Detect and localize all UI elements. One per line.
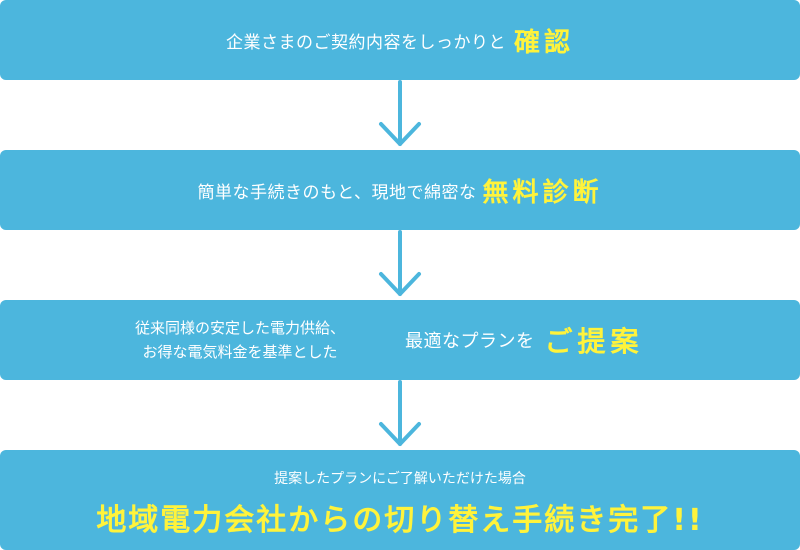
- down-arrow-icon: [379, 230, 421, 296]
- step-4-box: 提案したプランにご了解いただけた場合 地域電力会社からの切り替え手続き完了!!: [0, 450, 800, 550]
- down-arrow-icon: [379, 380, 421, 446]
- down-arrow-icon: [379, 80, 421, 146]
- step-3-left-line-1: 従来同様の安定した電力供給、: [134, 319, 345, 337]
- step-1-box: 企業さまのご契約内容をしっかりと 確認: [0, 0, 800, 80]
- step-3-left-text: 従来同様の安定した電力供給、 お得な電気料金を基準とした: [80, 316, 400, 364]
- step-2-text: 簡単な手続きのもと、現地で綿密な: [197, 182, 477, 203]
- step-4-top-text: 提案したプランにご了解いただけた場合: [274, 471, 526, 487]
- step-3-text: 最適なプランを: [405, 331, 535, 352]
- step-4-highlight: 地域電力会社からの切り替え手続き完了!!: [96, 503, 704, 538]
- step-2-highlight: 無料診断: [482, 177, 603, 208]
- step-2-box: 簡単な手続きのもと、現地で綿密な 無料診断: [0, 150, 800, 230]
- step-3-left-line-2: お得な電気料金を基準とした: [142, 343, 338, 361]
- step-3-box: 従来同様の安定した電力供給、 お得な電気料金を基準とした 最適なプランを ご提案: [0, 300, 800, 380]
- step-1-text: 企業さまのご契約内容をしっかりと: [225, 32, 506, 53]
- step-3-highlight: ご提案: [544, 325, 644, 358]
- step-1-highlight: 確認: [513, 27, 574, 58]
